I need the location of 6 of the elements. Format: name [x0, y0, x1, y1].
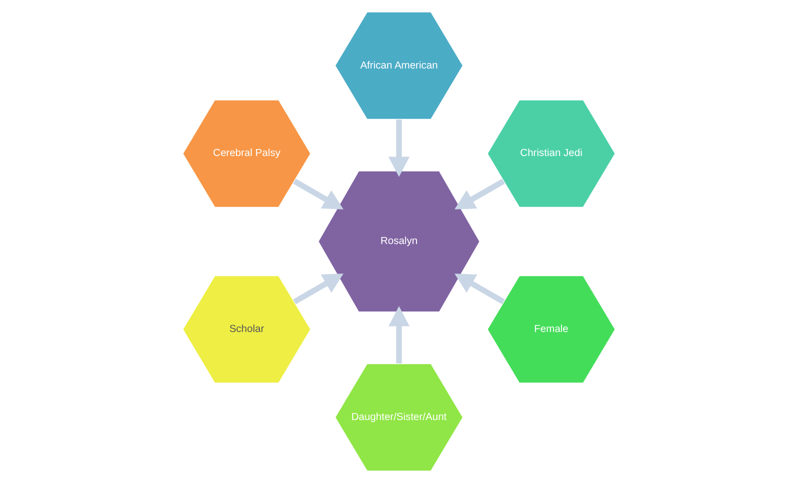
- arrow: [454, 178, 505, 210]
- arrow: [388, 120, 410, 177]
- arrow: [293, 178, 344, 210]
- arrow: [388, 306, 410, 364]
- arrow: [454, 274, 505, 304]
- arrow: [293, 274, 344, 304]
